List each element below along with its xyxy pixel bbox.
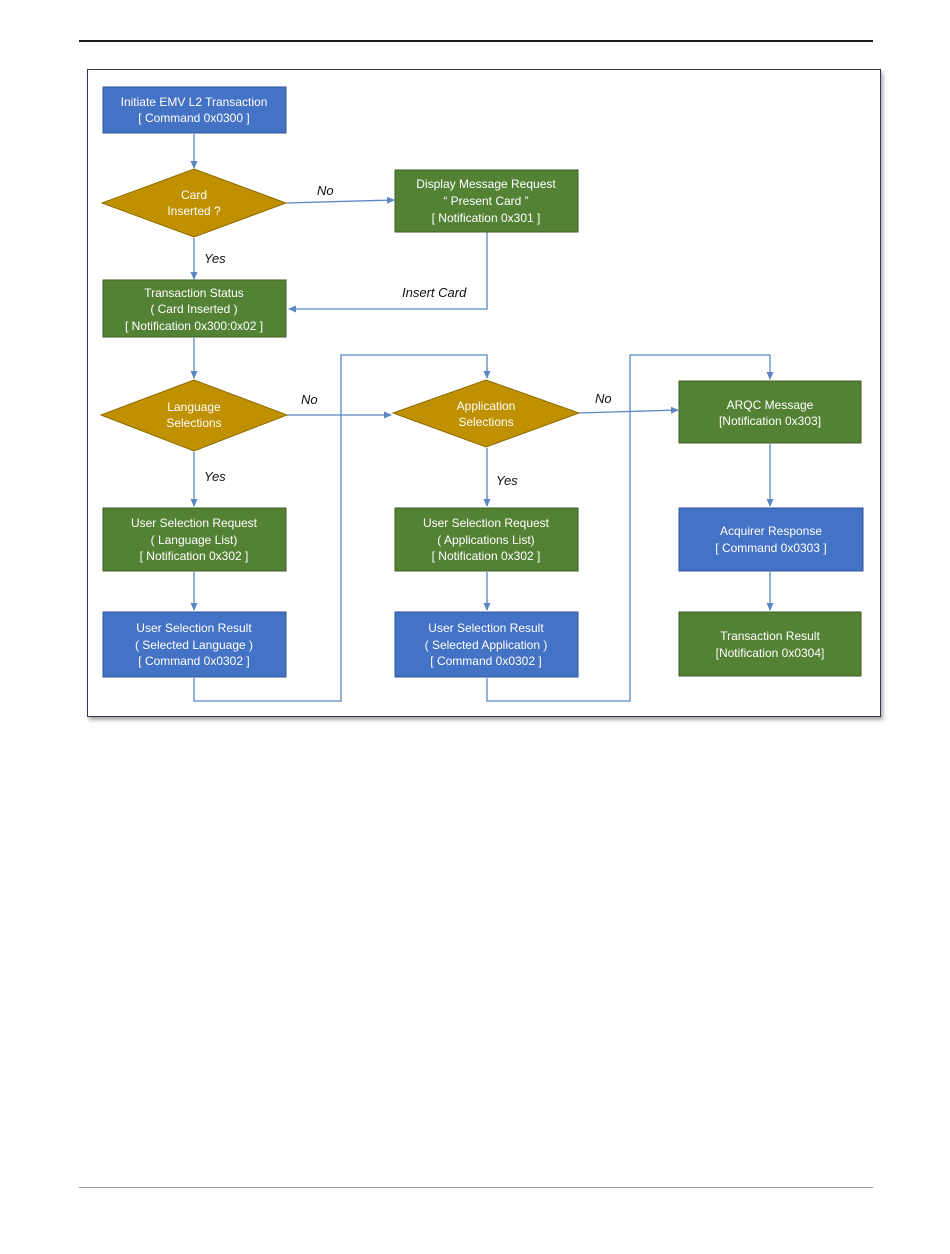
transaction-status-line-2: ( Card Inserted ) xyxy=(150,302,237,316)
transaction-result-line-2: [Notification 0x0304] xyxy=(716,646,825,660)
initiate-line-2: [ Command 0x0300 ] xyxy=(138,111,249,125)
usres-lang-line-3: [ Command 0x0302 ] xyxy=(138,654,249,668)
usres-app-line-3: [ Command 0x0302 ] xyxy=(430,654,541,668)
usr-app-line-1: User Selection Request xyxy=(423,516,550,530)
edge-lang-result-loop xyxy=(193,354,491,702)
edge-card-no xyxy=(285,196,395,204)
transaction-status-box: Transaction Status ( Card Inserted ) [ N… xyxy=(102,279,287,338)
acquirer-response-box: Acquirer Response [ Command 0x0303 ] xyxy=(678,507,864,572)
user-selection-result-application-box: User Selection Result ( Selected Applica… xyxy=(394,611,579,678)
transaction-status-line-3: [ Notification 0x300:0x02 ] xyxy=(125,319,263,333)
card-inserted-line-1: Card xyxy=(181,188,207,202)
usr-lang-line-2: ( Language List) xyxy=(151,533,238,547)
usr-app-line-2: ( Applications List) xyxy=(437,533,534,547)
header-rule xyxy=(79,40,873,42)
language-selections-line-2: Selections xyxy=(166,416,221,430)
card-inserted-line-2: Inserted ? xyxy=(167,204,221,218)
initiate-box: Initiate EMV L2 Transaction [ Command 0x… xyxy=(102,86,287,134)
edge-application-no xyxy=(577,406,679,414)
arqc-line-1: ARQC Message xyxy=(727,398,814,412)
transaction-result-box: Transaction Result [Notification 0x0304] xyxy=(678,611,862,677)
arqc-line-2: [Notification 0x303] xyxy=(719,414,821,428)
display-message-box: Display Message Request “ Present Card ”… xyxy=(394,169,579,233)
label-language-no: No xyxy=(301,392,318,407)
display-message-line-2: “ Present Card ” xyxy=(443,194,528,208)
usr-lang-line-3: [ Notification 0x302 ] xyxy=(140,549,249,563)
label-insert-card: Insert Card xyxy=(402,285,467,300)
footer-rule xyxy=(79,1187,873,1188)
display-message-line-3: [ Notification 0x301 ] xyxy=(432,211,541,225)
label-card-no: No xyxy=(317,183,334,198)
transaction-result-line-1: Transaction Result xyxy=(720,629,820,643)
label-card-yes: Yes xyxy=(204,251,226,266)
connectors xyxy=(190,134,774,702)
initiate-line-1: Initiate EMV L2 Transaction xyxy=(121,95,268,109)
label-language-yes: Yes xyxy=(204,469,226,484)
usr-app-line-3: [ Notification 0x302 ] xyxy=(432,549,541,563)
application-selections-line-1: Application xyxy=(457,399,516,413)
acquirer-line-1: Acquirer Response xyxy=(720,524,822,538)
usres-lang-line-1: User Selection Result xyxy=(136,621,252,635)
edge-app-result-loop xyxy=(486,354,774,702)
transaction-status-line-1: Transaction Status xyxy=(144,286,244,300)
usres-lang-line-2: ( Selected Language ) xyxy=(135,638,253,652)
user-selection-request-application-box: User Selection Request ( Applications Li… xyxy=(394,507,579,572)
label-application-yes: Yes xyxy=(496,473,518,488)
language-selections-decision: Language Selections xyxy=(99,379,289,452)
usres-app-line-1: User Selection Result xyxy=(428,621,544,635)
label-application-no: No xyxy=(595,391,612,406)
edge-insert-card xyxy=(288,232,488,313)
usres-app-line-2: ( Selected Application ) xyxy=(425,638,548,652)
application-selections-line-2: Selections xyxy=(458,415,513,429)
card-inserted-decision: Card Inserted ? xyxy=(100,168,288,238)
user-selection-request-language-box: User Selection Request ( Language List) … xyxy=(102,507,287,572)
user-selection-result-language-box: User Selection Result ( Selected Languag… xyxy=(102,611,287,678)
display-message-line-1: Display Message Request xyxy=(416,177,556,191)
language-selections-line-1: Language xyxy=(167,400,221,414)
application-selections-decision: Application Selections xyxy=(391,379,581,448)
usr-lang-line-1: User Selection Request xyxy=(131,516,258,530)
arqc-message-box: ARQC Message [Notification 0x303] xyxy=(678,380,862,444)
acquirer-line-2: [ Command 0x0303 ] xyxy=(715,541,826,555)
